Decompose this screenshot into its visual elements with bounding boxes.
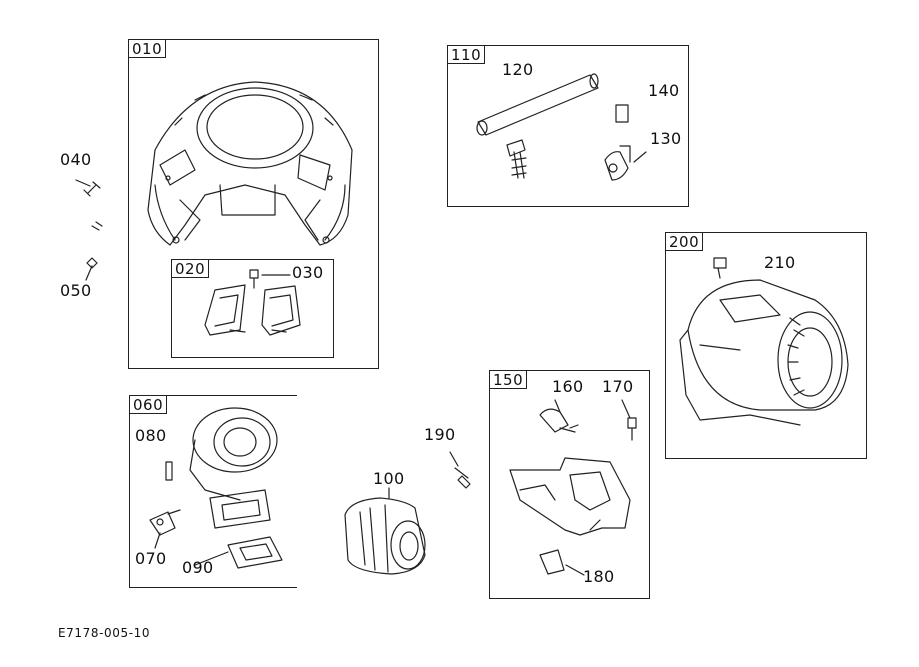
group-box-010: 010	[128, 39, 379, 369]
callout-070: 070	[135, 549, 167, 568]
callout-190: 190	[424, 425, 456, 444]
fan-shroud-drawing	[147, 81, 353, 246]
air-filter-drawing	[344, 487, 426, 575]
callout-140: 140	[648, 81, 680, 100]
group-box-020: 020	[171, 259, 334, 358]
duct-hose-drawing	[476, 73, 647, 181]
group-label-110: 110	[448, 46, 486, 64]
callout-080: 080	[135, 426, 167, 445]
callout-160: 160	[552, 377, 584, 396]
callout-100: 100	[373, 469, 405, 488]
group-label-020: 020	[172, 260, 210, 278]
blower-housing-drawing	[679, 257, 849, 426]
bracket-drawing	[204, 284, 301, 336]
drawing-code: E7178-005-10	[58, 626, 151, 640]
group-box-200: 200	[665, 232, 867, 459]
group-label-010: 010	[129, 40, 167, 58]
callout-030: 030	[292, 263, 324, 282]
callout-180: 180	[583, 567, 615, 586]
cooling-fan-drawing	[149, 407, 283, 569]
group-box-110: 110	[447, 45, 689, 207]
group-box-150: 150	[489, 370, 650, 599]
callout-050: 050	[60, 281, 92, 300]
group-label-150: 150	[490, 371, 528, 389]
cover-assembly-drawing	[509, 399, 637, 576]
group-box-060: 060	[129, 395, 297, 588]
group-label-060: 060	[130, 396, 168, 414]
callout-130: 130	[650, 129, 682, 148]
callout-170: 170	[602, 377, 634, 396]
group-label-200: 200	[666, 233, 704, 251]
callout-120: 120	[502, 60, 534, 79]
callout-040: 040	[60, 150, 92, 169]
callout-210: 210	[764, 253, 796, 272]
callout-090: 090	[182, 558, 214, 577]
